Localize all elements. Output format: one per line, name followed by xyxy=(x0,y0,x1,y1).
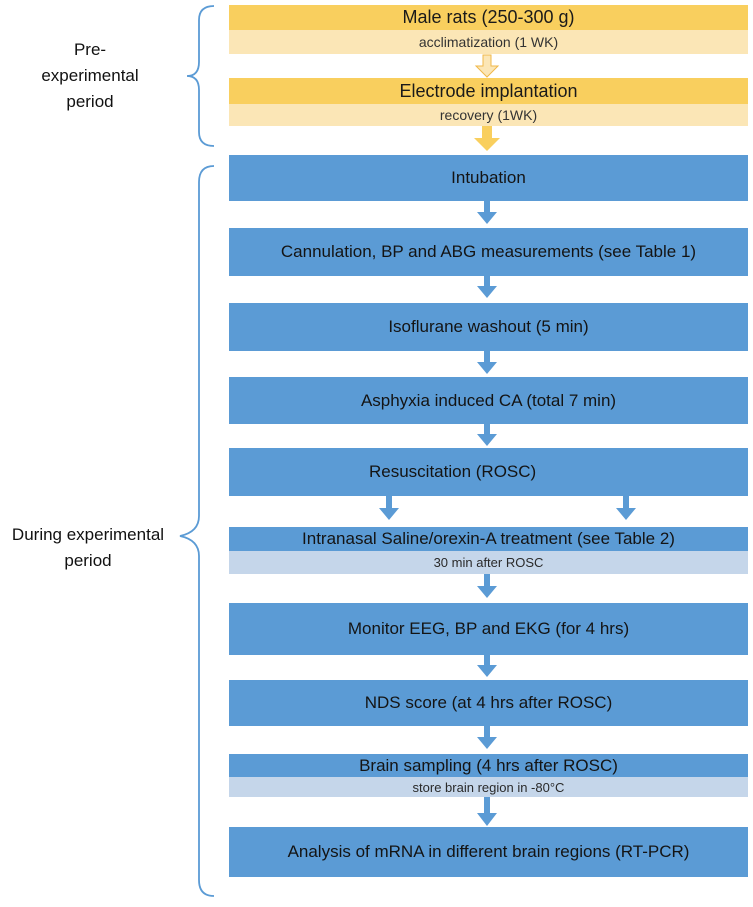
step-isoflurane-washout: Isoflurane washout (5 min) xyxy=(229,303,748,351)
step-male-rats: Male rats (250-300 g) xyxy=(229,5,748,30)
arrow-down-icon xyxy=(477,201,497,224)
pre-phase-label: Pre-experimental period xyxy=(41,40,139,111)
during-phase-label: During experimental period xyxy=(11,525,165,570)
arrow-down-icon xyxy=(477,276,497,298)
step-monitor: Monitor EEG, BP and EKG (for 4 hrs) xyxy=(229,603,748,655)
step-mrna-analysis: Analysis of mRNA in different brain regi… xyxy=(229,827,748,877)
arrow-down-icon xyxy=(477,424,497,446)
arrow-down-icon xyxy=(616,496,636,520)
step-acclimatization-note: acclimatization (1 WK) xyxy=(229,30,748,54)
step-nds-score: NDS score (at 4 hrs after ROSC) xyxy=(229,680,748,726)
step-intranasal-treatment: Intranasal Saline/orexin-A treatment (se… xyxy=(229,527,748,551)
arrow-down-icon xyxy=(379,496,399,520)
step-resuscitation: Resuscitation (ROSC) xyxy=(229,448,748,496)
step-brain-storage-note: store brain region in -80°C xyxy=(229,777,748,797)
arrow-down-icon xyxy=(477,574,497,598)
arrow-down-icon xyxy=(474,126,500,151)
arrow-down-icon xyxy=(477,351,497,374)
step-brain-sampling: Brain sampling (4 hrs after ROSC) xyxy=(229,754,748,777)
step-cannulation: Cannulation, BP and ABG measurements (se… xyxy=(229,228,748,276)
pre-phase-bracket xyxy=(186,5,215,147)
arrow-down-icon xyxy=(477,726,497,749)
step-recovery-note: recovery (1WK) xyxy=(229,104,748,126)
arrow-down-icon xyxy=(477,797,497,826)
step-asphyxia-ca: Asphyxia induced CA (total 7 min) xyxy=(229,377,748,424)
arrow-down-icon xyxy=(474,54,500,78)
step-intubation: Intubation xyxy=(229,155,748,201)
step-electrode-implantation: Electrode implantation xyxy=(229,78,748,104)
arrow-down-icon xyxy=(477,655,497,677)
step-intranasal-note: 30 min after ROSC xyxy=(229,551,748,574)
during-phase-bracket xyxy=(179,165,215,897)
